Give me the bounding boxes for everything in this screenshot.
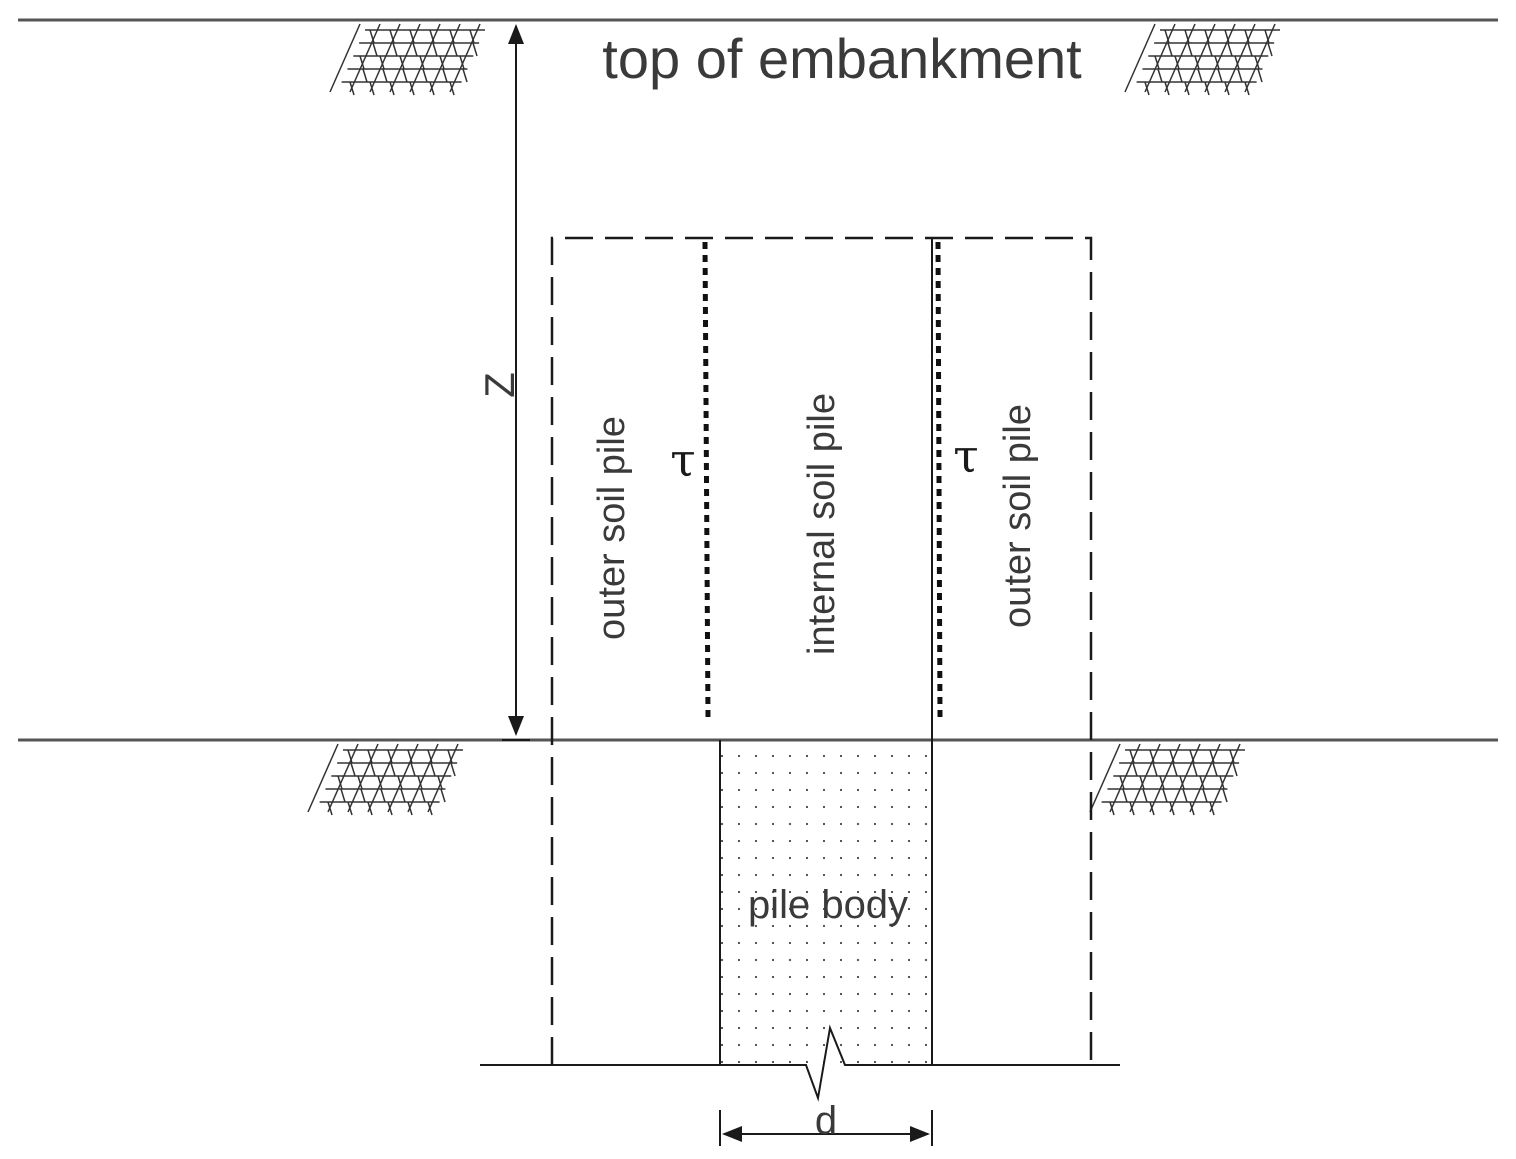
outer-soil-pile-label-left: outer soil pile [591, 416, 633, 640]
diameter-label: d [815, 1099, 837, 1143]
soil-hatch-icon [1089, 743, 1245, 816]
internal-soil-pile-label: internal soil pile [801, 393, 843, 655]
top-of-embankment-label: top of embankment [602, 27, 1082, 90]
soil-hatch-icon [1124, 23, 1280, 96]
pile-body-label: pile body [748, 883, 908, 927]
shear-line-left [702, 241, 711, 719]
soil-hatch-icon [307, 743, 463, 816]
pile-body [720, 740, 932, 1065]
shear-stress-label-left: τ [670, 433, 695, 487]
shear-stress-label-right: τ [953, 429, 978, 483]
outer-soil-boundary [550, 236, 1093, 1065]
depth-label: Z [476, 372, 523, 398]
outer-soil-pile-label-right: outer soil pile [997, 404, 1039, 628]
soil-hatch-icon [329, 23, 485, 96]
pile-bottom-line [480, 1024, 1120, 1102]
shear-line-right [935, 241, 943, 719]
